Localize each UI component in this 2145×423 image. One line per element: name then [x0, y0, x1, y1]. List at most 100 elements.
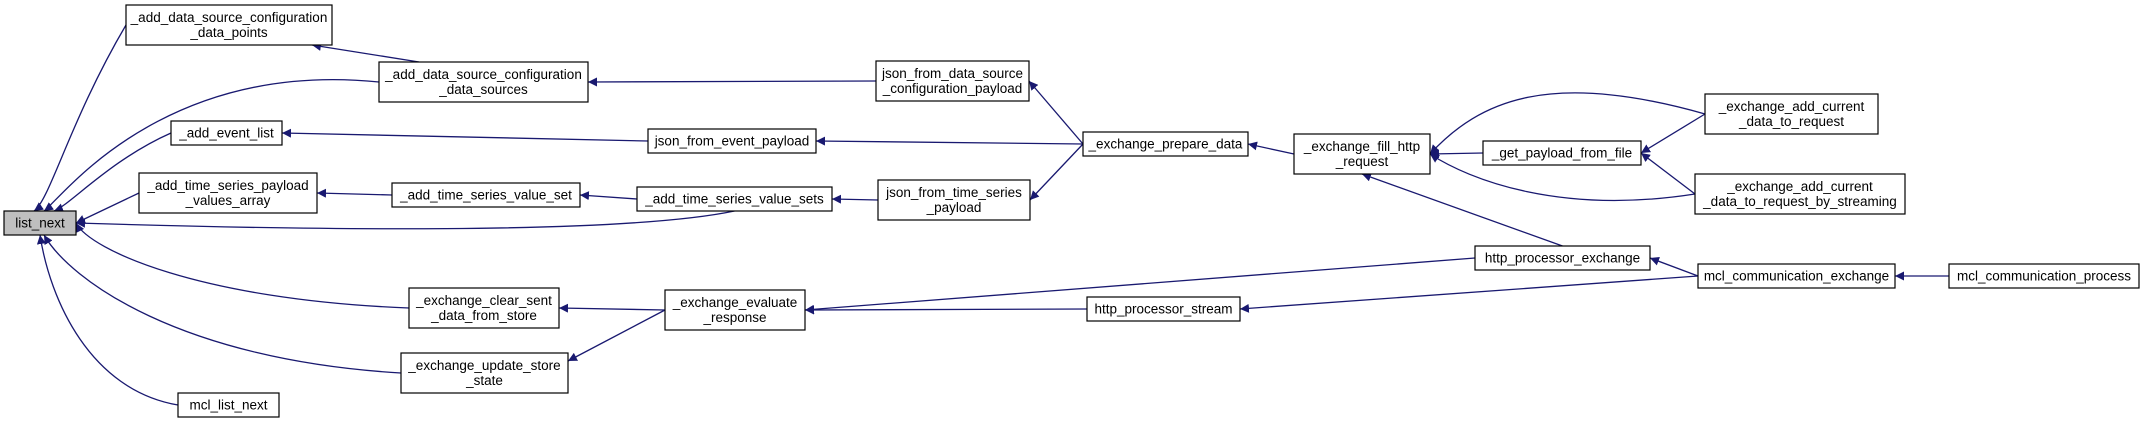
- edge-ex_add_cd-to-ex_fill: [1429, 92, 1706, 155]
- node-box: [378, 61, 589, 103]
- node-box: [1697, 263, 1896, 289]
- node-label: _data_to_request_by_streaming: [1702, 194, 1897, 209]
- node-label: _data_from_store: [430, 308, 537, 323]
- node-box: [1086, 296, 1241, 322]
- edge-http_exchange-to-ex_eval: [804, 257, 1476, 314]
- node-box: [1474, 245, 1651, 271]
- edge-ex_add_cd_s-to-get_payload: [1640, 152, 1696, 195]
- node-label: _add_time_series_payload: [146, 178, 308, 193]
- node-box: [1293, 133, 1431, 175]
- edge-json_dsc-to-add_dsc_ds: [587, 77, 877, 87]
- node-add-dsc-ds[interactable]: _add_data_source_configuration_data_sour…: [378, 61, 589, 103]
- node-ex-fill[interactable]: _exchange_fill_http_request: [1293, 133, 1431, 175]
- node-add-event-list[interactable]: _add_event_list: [170, 120, 283, 146]
- node-box: [647, 128, 817, 154]
- node-label: _add_time_series_value_set: [399, 188, 572, 203]
- node-ex-add-cd[interactable]: _exchange_add_current_data_to_request: [1704, 93, 1879, 135]
- edge-mcl_comm_ex-to-http_exchange: [1649, 256, 1699, 277]
- node-label: _exchange_evaluate: [672, 295, 798, 310]
- edge-mcl_comm_ex-to-http_stream: [1239, 275, 1699, 313]
- node-label: mcl_communication_process: [1957, 269, 2131, 284]
- node-box: [877, 179, 1031, 221]
- edge-add_dsc_ds-to-add_dsc_dp: [311, 41, 420, 63]
- edge-ex_clear-to-list_next: [75, 222, 410, 309]
- edge-mcl_list_next-to-list_next: [36, 234, 179, 406]
- edge-http_stream-to-ex_eval: [804, 305, 1088, 315]
- node-box: [391, 182, 581, 208]
- node-mcl-list-next[interactable]: mcl_list_next: [177, 392, 280, 418]
- node-add-tsp-va[interactable]: _add_time_series_payload_values_array: [138, 172, 318, 214]
- node-box: [138, 172, 318, 214]
- node-mcl-comm-proc[interactable]: mcl_communication_process: [1948, 263, 2140, 289]
- node-box: [875, 60, 1030, 102]
- node-ex-eval[interactable]: _exchange_evaluate_response: [664, 289, 806, 331]
- node-label: mcl_list_next: [189, 398, 267, 413]
- edge-add_tsvss-to-list_next: [75, 210, 735, 230]
- node-box: [125, 4, 333, 46]
- edge-add_tsp_va-to-list_next: [75, 192, 140, 224]
- node-add-tsvs[interactable]: _add_time_series_value_set: [391, 182, 581, 208]
- edge-add_dsc_dp-to-list_next: [33, 24, 127, 212]
- node-box: [177, 392, 280, 418]
- node-box: [408, 287, 560, 329]
- node-ex-clear[interactable]: _exchange_clear_sent_data_from_store: [408, 287, 560, 329]
- edge-ex_update-to-list_next: [43, 234, 402, 374]
- node-label: http_processor_stream: [1094, 302, 1232, 317]
- edge-get_payload-to-ex_fill: [1429, 149, 1484, 159]
- node-label: _data_points: [189, 25, 268, 40]
- node-label: _response: [702, 310, 766, 325]
- node-label: _payload: [926, 200, 982, 215]
- edge-ex_add_cd_s-to-ex_fill: [1429, 153, 1696, 202]
- node-ex-prep[interactable]: _exchange_prepare_data: [1082, 131, 1249, 157]
- node-http-exchange[interactable]: http_processor_exchange: [1474, 245, 1651, 271]
- node-label: _add_data_source_configuration: [130, 10, 328, 25]
- node-json-dsc[interactable]: json_from_data_source_configuration_payl…: [875, 60, 1030, 102]
- edge-add_tsvss-to-add_tsvs: [579, 191, 638, 201]
- edge-add_event_list-to-list_next: [53, 132, 172, 213]
- node-json-event[interactable]: json_from_event_payload: [647, 128, 817, 154]
- node-label: _get_payload_from_file: [1491, 146, 1632, 161]
- node-label: json_from_time_series: [885, 185, 1022, 200]
- node-box: [664, 289, 806, 331]
- node-ex-update[interactable]: _exchange_update_store_state: [400, 352, 569, 394]
- node-label: mcl_communication_exchange: [1704, 269, 1889, 284]
- node-label: _exchange_add_current: [1718, 99, 1865, 114]
- node-label: http_processor_exchange: [1485, 251, 1640, 266]
- node-label: json_from_data_source: [881, 66, 1023, 81]
- node-label: _state: [465, 373, 503, 388]
- node-label: _add_event_list: [178, 126, 274, 141]
- node-add-dsc-dp[interactable]: _add_data_source_configuration_data_poin…: [125, 4, 333, 46]
- node-add-tsvss[interactable]: _add_time_series_value_sets: [636, 186, 833, 212]
- node-http-stream[interactable]: http_processor_stream: [1086, 296, 1241, 322]
- node-label: _add_data_source_configuration: [384, 67, 582, 82]
- node-label: _exchange_prepare_data: [1088, 137, 1243, 152]
- edge-add_tsvs-to-add_tsp_va: [316, 188, 393, 198]
- edge-ex_add_cd-to-get_payload: [1640, 113, 1706, 154]
- node-label: _configuration_payload: [882, 81, 1023, 96]
- node-label: _data_sources: [438, 82, 528, 97]
- node-label: json_from_event_payload: [654, 134, 810, 149]
- edge-add_dsc_ds-to-list_next: [43, 79, 380, 212]
- edge-ex_prep-to-json_dsc: [1028, 80, 1084, 145]
- node-mcl-comm-ex[interactable]: mcl_communication_exchange: [1697, 263, 1896, 289]
- node-label: _exchange_clear_sent: [415, 293, 552, 308]
- edges-layer: [33, 24, 1949, 406]
- node-list-next[interactable]: list_next: [3, 210, 77, 236]
- node-label: _request: [1335, 154, 1389, 169]
- nodes-layer: list_next_add_data_source_configuration_…: [3, 4, 2140, 418]
- node-box: [1082, 131, 1249, 157]
- edge-ex_prep-to-json_ts: [1029, 143, 1084, 201]
- node-get-payload[interactable]: _get_payload_from_file: [1482, 140, 1642, 166]
- node-label: _exchange_update_store: [407, 358, 560, 373]
- node-json-ts[interactable]: json_from_time_series_payload: [877, 179, 1031, 221]
- edge-ex_eval-to-ex_update: [567, 309, 666, 362]
- node-label: _exchange_fill_http: [1303, 139, 1420, 154]
- edge-http_exchange-to-ex_fill: [1361, 172, 1563, 247]
- node-label: _data_to_request: [1738, 114, 1844, 129]
- node-box: [1694, 173, 1906, 215]
- edge-ex_prep-to-json_event: [815, 136, 1084, 146]
- node-label: _values_array: [185, 193, 271, 208]
- node-ex-add-cd-s[interactable]: _exchange_add_current_data_to_request_by…: [1694, 173, 1906, 215]
- node-label: _add_time_series_value_sets: [644, 192, 824, 207]
